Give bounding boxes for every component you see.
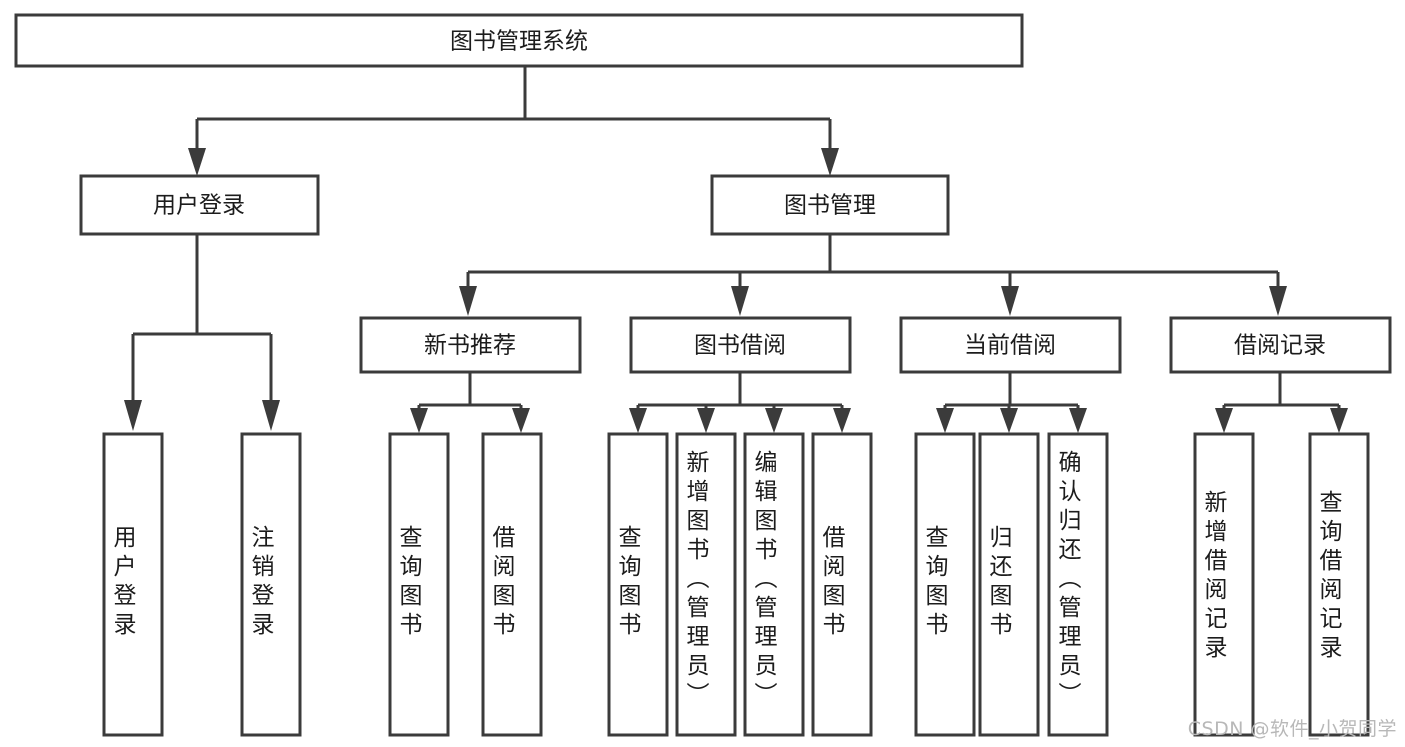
leaf-cb-query-book[interactable]: 查询图书 xyxy=(914,432,976,737)
node-current-borrow[interactable]: 当前借阅 xyxy=(899,316,1122,374)
leaf-bb-query-book-box[interactable] xyxy=(607,432,669,737)
arrow-head-bb-leaf-4 xyxy=(833,408,851,433)
arrow-head-leaf-logout xyxy=(262,400,280,431)
arrow-head-nb-leaf-1 xyxy=(410,408,428,433)
arrow-head-bb-leaf-1 xyxy=(629,408,647,433)
leaf-nb-borrow-book[interactable]: 借阅图书 xyxy=(481,432,543,737)
leaf-br-query-record-label: 查询借阅记录 xyxy=(1315,490,1343,664)
csdn-watermark: CSDN @软件_小贺同学 xyxy=(1187,718,1397,740)
arrow-head-new-book xyxy=(459,286,477,316)
node-borrow-record-box[interactable] xyxy=(1169,316,1392,374)
node-book-borrow-label: 图书借阅 xyxy=(694,333,786,359)
leaf-bb-add-book[interactable]: 新增图书（管理员） xyxy=(675,432,737,737)
leaf-cb-confirm-return-box[interactable] xyxy=(1047,432,1109,737)
leaf-bb-borrow-book-label: 借阅图书 xyxy=(818,525,846,641)
node-book-management-box[interactable] xyxy=(710,174,950,236)
arrow-head-user-login xyxy=(188,148,206,176)
leaf-bb-edit-book-label: 编辑图书（管理员） xyxy=(750,450,778,711)
leaf-cb-confirm-return-label: 确认归还（管理员） xyxy=(1054,450,1082,711)
leaf-br-add-record-box[interactable] xyxy=(1193,432,1255,737)
leaf-cb-return-book-box[interactable] xyxy=(978,432,1040,737)
leaf-bb-edit-book-box[interactable] xyxy=(743,432,805,737)
node-borrow-record[interactable]: 借阅记录 xyxy=(1169,316,1392,374)
leaf-user-login-label: 用户登录 xyxy=(109,525,137,641)
leaf-logout-label: 注销登录 xyxy=(247,525,275,641)
leaf-bb-query-book[interactable]: 查询图书 xyxy=(607,432,669,737)
leaf-bb-borrow-book-box[interactable] xyxy=(811,432,873,737)
leaf-cb-query-book-label: 查询图书 xyxy=(921,525,949,641)
arrow-head-current-borrow xyxy=(1001,286,1019,316)
leaf-cb-return-book-label: 归还图书 xyxy=(985,525,1013,641)
leaf-nb-query-book-label: 查询图书 xyxy=(395,525,423,641)
node-book-borrow[interactable]: 图书借阅 xyxy=(629,316,852,374)
leaf-br-query-record[interactable]: 查询借阅记录 xyxy=(1308,432,1370,737)
arrow-head-book-borrow xyxy=(731,286,749,316)
leaf-cb-query-book-box[interactable] xyxy=(914,432,976,737)
node-user-login[interactable]: 用户登录 xyxy=(79,174,320,236)
node-current-borrow-label: 当前借阅 xyxy=(964,333,1056,359)
node-new-book-recommend-label: 新书推荐 xyxy=(424,333,516,359)
arrow-head-bb-leaf-2 xyxy=(697,408,715,433)
node-book-borrow-box[interactable] xyxy=(629,316,852,374)
leaf-nb-borrow-book-label: 借阅图书 xyxy=(488,525,516,641)
arrow-head-leaf-user-login xyxy=(124,400,142,431)
leaf-nb-borrow-book-box[interactable] xyxy=(481,432,543,737)
leaf-bb-query-book-label: 查询图书 xyxy=(614,525,642,641)
node-current-borrow-box[interactable] xyxy=(899,316,1122,374)
arrow-head-nb-leaf-2 xyxy=(512,408,530,433)
connector-layer xyxy=(124,66,1348,433)
leaf-bb-edit-book[interactable]: 编辑图书（管理员） xyxy=(743,432,805,737)
leaf-nb-query-book[interactable]: 查询图书 xyxy=(388,432,450,737)
node-new-book-recommend-box[interactable] xyxy=(359,316,582,374)
arrow-head-cb-leaf-2 xyxy=(1000,408,1018,433)
leaf-logout-box[interactable] xyxy=(240,432,302,737)
leaf-br-add-record[interactable]: 新增借阅记录 xyxy=(1193,432,1255,737)
arrow-head-borrow-record xyxy=(1269,286,1287,316)
leaf-nb-query-book-box[interactable] xyxy=(388,432,450,737)
node-root-box[interactable] xyxy=(14,13,1024,68)
leaf-logout[interactable]: 注销登录 xyxy=(240,432,302,737)
leaf-br-add-record-label: 新增借阅记录 xyxy=(1200,490,1228,664)
node-new-book-recommend[interactable]: 新书推荐 xyxy=(359,316,582,374)
node-user-login-label: 用户登录 xyxy=(153,193,245,219)
leaf-bb-borrow-book[interactable]: 借阅图书 xyxy=(811,432,873,737)
leaf-user-login[interactable]: 用户登录 xyxy=(102,432,164,737)
leaf-bb-add-book-box[interactable] xyxy=(675,432,737,737)
arrow-head-book-mgmt xyxy=(821,148,839,176)
arrow-head-br-leaf-1 xyxy=(1215,408,1233,433)
node-root-label: 图书管理系统 xyxy=(450,29,588,55)
arrow-head-bb-leaf-3 xyxy=(765,408,783,433)
leaf-cb-confirm-return[interactable]: 确认归还（管理员） xyxy=(1047,432,1109,737)
leaf-br-query-record-box[interactable] xyxy=(1308,432,1370,737)
arrow-head-br-leaf-2 xyxy=(1330,408,1348,433)
node-root[interactable]: 图书管理系统 xyxy=(14,13,1024,68)
leaf-cb-return-book[interactable]: 归还图书 xyxy=(978,432,1040,737)
node-user-login-box[interactable] xyxy=(79,174,320,236)
leaf-user-login-box[interactable] xyxy=(102,432,164,737)
node-book-management-label: 图书管理 xyxy=(784,193,876,219)
arrow-head-cb-leaf-3 xyxy=(1069,408,1087,433)
node-borrow-record-label: 借阅记录 xyxy=(1234,333,1326,359)
node-book-management[interactable]: 图书管理 xyxy=(710,174,950,236)
arrow-head-cb-leaf-1 xyxy=(936,408,954,433)
leaf-bb-add-book-label: 新增图书（管理员） xyxy=(682,450,710,711)
